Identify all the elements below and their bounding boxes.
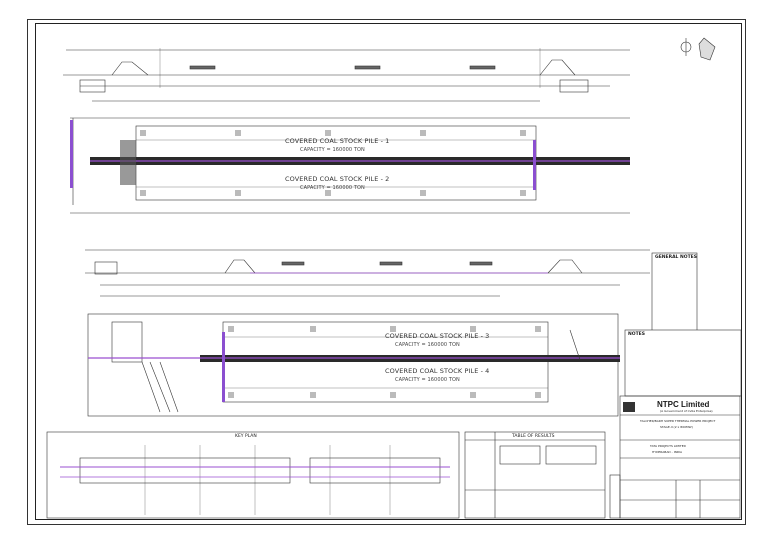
contractor-name: TATA PROJECTS LIMITED xyxy=(650,444,686,448)
sheet-inner-border xyxy=(35,23,742,520)
compass-icon xyxy=(699,37,715,59)
stockpile-capacity-2: CAPACITY = 160000 TON xyxy=(300,185,365,191)
general-notes-heading: GENERAL NOTES xyxy=(655,255,697,260)
project-line-2: STAGE-II (2 x 800MW) xyxy=(660,425,693,429)
project-line-1: TALCHER/BARH SUPER THERMAL POWER PROJECT xyxy=(640,419,716,423)
notes-heading: NOTES xyxy=(628,332,645,337)
table-heading: TABLE OF RESULTS xyxy=(512,434,555,439)
company-tagline: (A Government of India Enterprise) xyxy=(660,409,713,413)
sheet-outer-border xyxy=(27,19,746,525)
key-plan-heading: KEY PLAN xyxy=(235,434,257,439)
stockpile-label-2: COVERED COAL STOCK PILE - 2 xyxy=(285,175,390,183)
stockpile-label-1: COVERED COAL STOCK PILE - 1 xyxy=(285,137,390,145)
stockpile-capacity-1: CAPACITY = 160000 TON xyxy=(300,147,365,153)
stockpile-label-4: COVERED COAL STOCK PILE - 4 xyxy=(385,367,490,375)
stockpile-capacity-3: CAPACITY = 160000 TON xyxy=(395,342,460,348)
stockpile-capacity-4: CAPACITY = 160000 TON xyxy=(395,377,460,383)
company-name: NTPC Limited xyxy=(657,400,710,409)
contractor-city: HYDERABAD - INDIA xyxy=(652,450,683,454)
stockpile-label-3: COVERED COAL STOCK PILE - 3 xyxy=(385,332,490,340)
north-arrow-icon xyxy=(680,35,692,47)
